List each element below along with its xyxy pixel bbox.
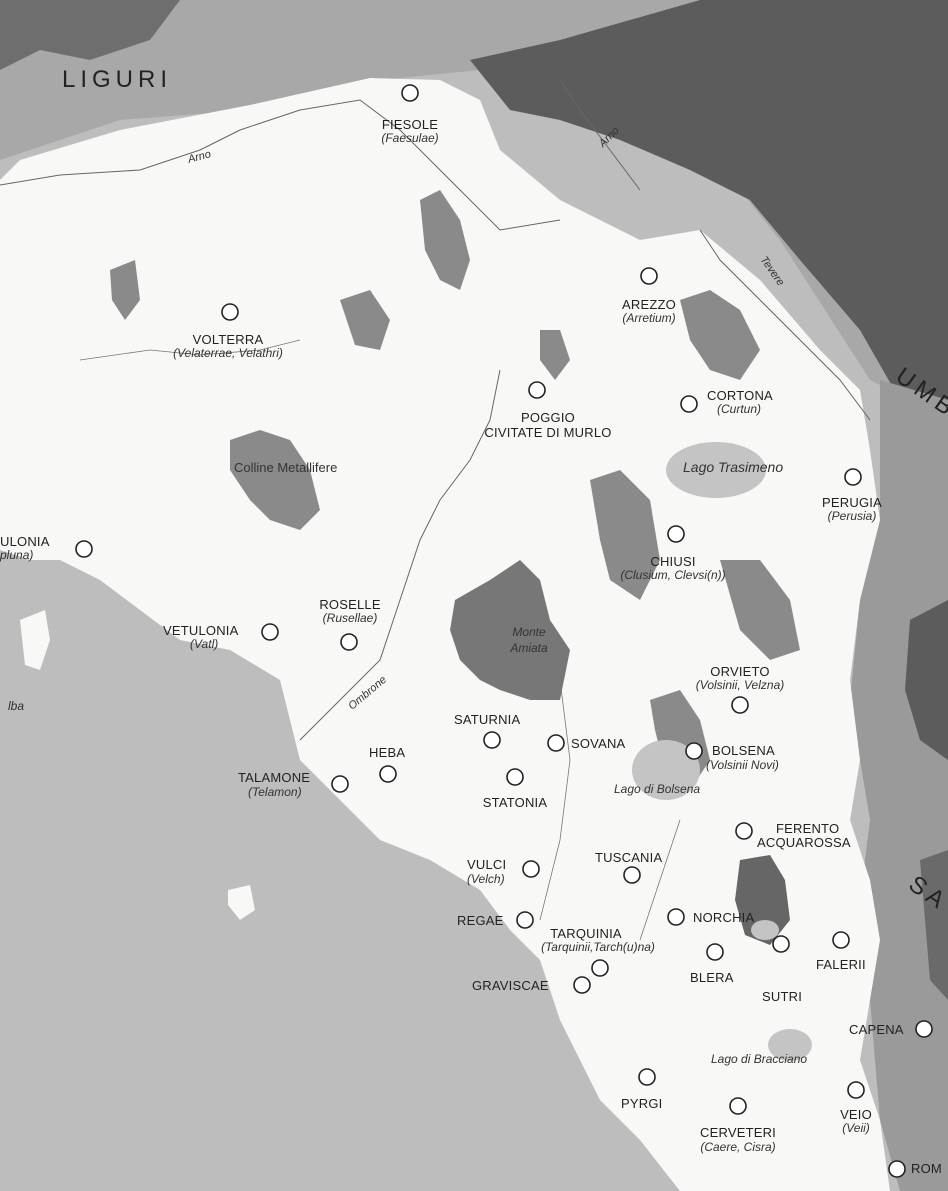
city-volterra-name: VOLTERRA bbox=[192, 332, 264, 347]
label-lago-bolsena: Lago di Bolsena bbox=[614, 782, 701, 796]
city-cortona-name: CORTONA bbox=[707, 388, 773, 403]
city-populonia-alt: pluna) bbox=[0, 548, 34, 562]
city-chiusi-name: CHIUSI bbox=[650, 554, 696, 569]
city-vetulonia-name: VETULONIA bbox=[163, 623, 239, 638]
city-bolsena-name: BOLSENA bbox=[712, 743, 775, 758]
city-veio-name: VEIO bbox=[840, 1107, 872, 1122]
city-arezzo-name: AREZZO bbox=[622, 297, 676, 312]
city-vulci-alt: (Velch) bbox=[467, 872, 505, 886]
label-lago-bracciano: Lago di Bracciano bbox=[711, 1052, 808, 1066]
city-markers bbox=[75, 84, 933, 1178]
city-roselle-name: ROSELLE bbox=[319, 597, 381, 612]
city-orvieto-alt: (Volsinii, Velzna) bbox=[695, 678, 785, 692]
region-liguri: LIGURI bbox=[62, 66, 173, 93]
city-perugia-name: PERUGIA bbox=[822, 495, 882, 510]
city-chiusi-alt: (Clusium, Clevsi(n)) bbox=[620, 568, 726, 582]
city-vulci-name: VULCI bbox=[467, 857, 507, 872]
city-talamone-name: TALAMONE bbox=[238, 770, 311, 785]
city-acquarossa-name: ACQUAROSSA bbox=[757, 835, 851, 850]
city-pyrgi-name: PYRGI bbox=[621, 1096, 663, 1111]
city-sutri-name: SUTRI bbox=[762, 989, 802, 1004]
city-bolsena-alt: (Volsinii Novi) bbox=[706, 758, 779, 772]
city-roselle-alt: (Rusellae) bbox=[322, 611, 378, 625]
label-lago-trasimeno: Lago Trasimeno bbox=[683, 459, 784, 475]
city-vetulonia-alt: (Vatl) bbox=[190, 637, 219, 651]
city-graviscae-name: GRAVISCAE bbox=[472, 978, 549, 993]
city-ferento-name: FERENTO bbox=[776, 821, 840, 836]
city-veio-alt: (Veii) bbox=[842, 1121, 870, 1135]
city-volterra-alt: (Velaterrae, Velathri) bbox=[173, 346, 283, 360]
label-monte: Monte bbox=[512, 625, 546, 639]
label-colline-metallifere: Colline Metallifere bbox=[234, 460, 338, 475]
city-tarquinia-alt: (Tarquinii,Tarch(u)na) bbox=[541, 940, 655, 954]
city-statonia-name: STATONIA bbox=[482, 795, 548, 810]
city-tarquinia-name: TARQUINIA bbox=[550, 926, 622, 941]
city-heba-name: HEBA bbox=[369, 745, 406, 760]
city-cerveteri-alt: (Caere, Cisra) bbox=[700, 1140, 776, 1154]
city-capena-name: CAPENA bbox=[849, 1022, 904, 1037]
city-regae-name: REGAE bbox=[457, 913, 504, 928]
city-saturnia-name: SATURNIA bbox=[454, 712, 521, 727]
city-poggio-name: POGGIO bbox=[521, 410, 575, 425]
city-tuscania-name: TUSCANIA bbox=[595, 850, 663, 865]
city-blera-name: BLERA bbox=[690, 970, 734, 985]
city-norchia-name: NORCHIA bbox=[693, 910, 755, 925]
label-elba: lba bbox=[8, 699, 25, 713]
city-fiesole-alt: (Faesulae) bbox=[381, 131, 439, 145]
city-sovana-name: SOVANA bbox=[571, 736, 626, 751]
city-orvieto-name: ORVIETO bbox=[710, 664, 770, 679]
label-amiata: Amiata bbox=[510, 641, 548, 655]
city-populonia-name: ULONIA bbox=[0, 534, 50, 549]
city-murlo-name: CIVITATE DI MURLO bbox=[484, 425, 612, 440]
city-arezzo-alt: (Arretium) bbox=[622, 311, 676, 325]
city-roma-name: ROM bbox=[911, 1161, 942, 1176]
city-perugia-alt: (Perusia) bbox=[827, 509, 877, 523]
city-fiesole-name: FIESOLE bbox=[381, 117, 439, 132]
city-cerveteri-name: CERVETERI bbox=[700, 1125, 776, 1140]
city-falerii-name: FALERII bbox=[816, 957, 866, 972]
city-talamone-alt: (Telamon) bbox=[248, 785, 302, 799]
city-cortona-alt: (Curtun) bbox=[717, 402, 762, 416]
